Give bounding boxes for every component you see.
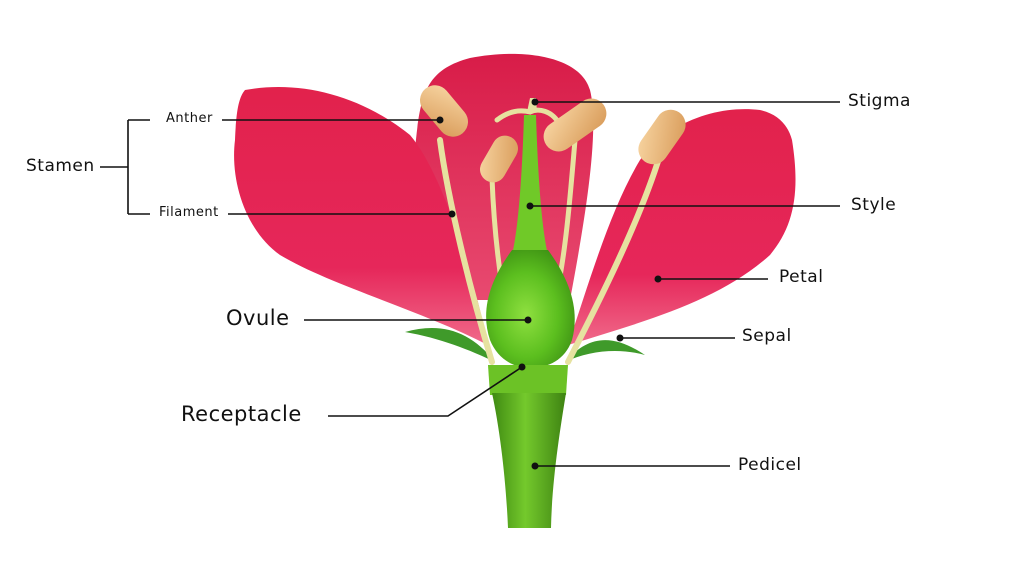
label-anther: Anther xyxy=(166,111,213,126)
ovary xyxy=(486,250,575,368)
filament-1 xyxy=(437,137,495,365)
label-stigma: Stigma xyxy=(848,91,911,111)
sepal-right xyxy=(565,340,645,362)
anther-1 xyxy=(420,85,468,137)
style xyxy=(512,115,548,255)
label-sepal: Sepal xyxy=(742,326,792,346)
anther-4 xyxy=(638,109,686,165)
pedicel xyxy=(492,393,566,528)
label-petal: Petal xyxy=(779,267,824,287)
label-filament: Filament xyxy=(159,205,219,220)
label-pedicel: Pedicel xyxy=(738,455,802,475)
label-style: Style xyxy=(851,195,897,215)
leader-lines xyxy=(100,98,840,470)
filament-4 xyxy=(565,152,663,365)
anther-2 xyxy=(480,135,518,183)
label-receptacle: Receptacle xyxy=(181,402,302,426)
anther-3 xyxy=(543,98,607,152)
petal-left xyxy=(234,87,488,345)
petal-right xyxy=(568,109,796,345)
label-ovule: Ovule xyxy=(226,306,290,330)
sepal-left xyxy=(405,327,495,362)
label-stamen: Stamen xyxy=(26,156,95,176)
receptacle xyxy=(488,365,568,395)
